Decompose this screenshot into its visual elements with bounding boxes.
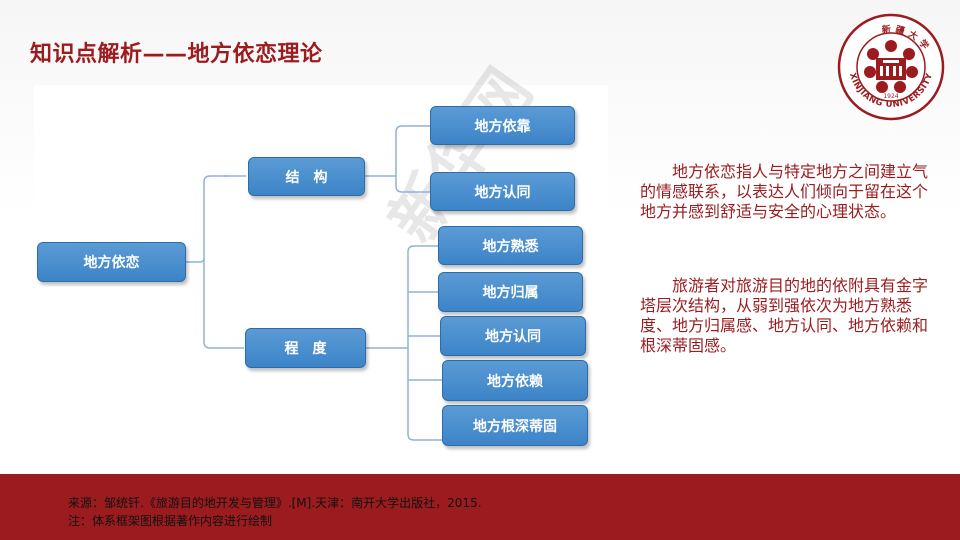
footer-note: 注：体系框架图根据著作内容进行绘制 <box>68 514 273 528</box>
node-structure-child-1: 地方依靠 <box>430 106 575 145</box>
description-paragraph-1: 地方依恋指人与特定地方之间建立气的情感联系，以表达人们倾向于留在这个地方并感到舒… <box>640 162 929 221</box>
footer-source: 来源：邹统钎.《旅游目的地开发与管理》.[M].天津：南开大学出版社，2015. <box>68 496 482 510</box>
node-branch-structure: 结 构 <box>248 157 365 196</box>
slide-title: 知识点解析——地方依恋理论 <box>30 42 323 67</box>
logo-year: 1924 <box>883 93 898 100</box>
node-degree-child-5: 地方根深蒂固 <box>442 405 588 446</box>
node-branch-degree: 程 度 <box>245 328 366 368</box>
node-root: 地方依恋 <box>37 242 186 282</box>
node-degree-child-2: 地方归属 <box>438 272 583 312</box>
footer-bar <box>0 474 960 540</box>
university-logo: 1924 XINJIANG UNIVERSITY 新疆大学 <box>837 13 945 121</box>
node-degree-child-1: 地方熟悉 <box>438 226 583 265</box>
node-degree-child-4: 地方依赖 <box>442 360 588 401</box>
node-degree-child-3: 地方认同 <box>440 316 586 356</box>
node-structure-child-2: 地方认同 <box>430 172 575 211</box>
description-paragraph-2: 旅游者对旅游目的地的依附具有金字塔层次结构，从弱到强依次为地方熟悉度、地方归属感… <box>640 276 929 355</box>
